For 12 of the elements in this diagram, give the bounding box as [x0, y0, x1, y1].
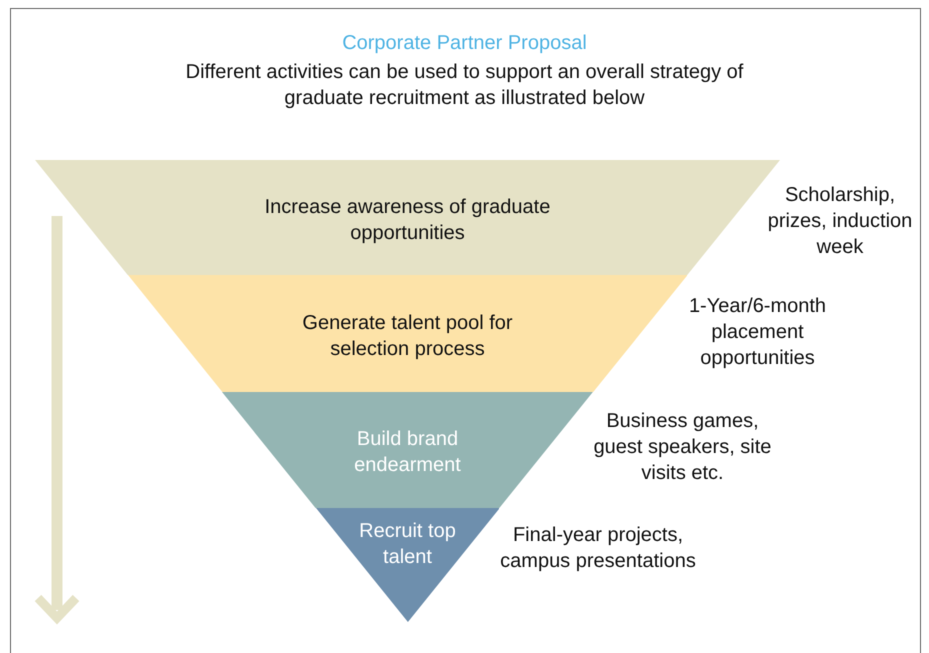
band-label: Build brand endearment: [353, 427, 462, 478]
band-label: Generate talent pool for selection process: [301, 310, 514, 362]
subtitle-text: Different activities can be used to support an overall strategy of graduate recruitment as illustrated below: [184, 60, 744, 111]
activity-note: Final-year projects, campus presentations: [499, 523, 697, 574]
band-label: Recruit top talent: [358, 519, 457, 570]
activity-note: Business games, guest speakers, site visits etc.: [592, 409, 772, 486]
band-label: Increase awareness of graduate opportunities: [264, 194, 552, 246]
funnel-band: [128, 275, 688, 392]
activity-note: Scholarship, prizes, induction week: [766, 183, 914, 260]
activity-note: 1-Year/6-month placement opportunities: [688, 294, 828, 371]
title: Corporate Partner Proposal: [341, 32, 588, 55]
funnel-band: [222, 392, 593, 508]
